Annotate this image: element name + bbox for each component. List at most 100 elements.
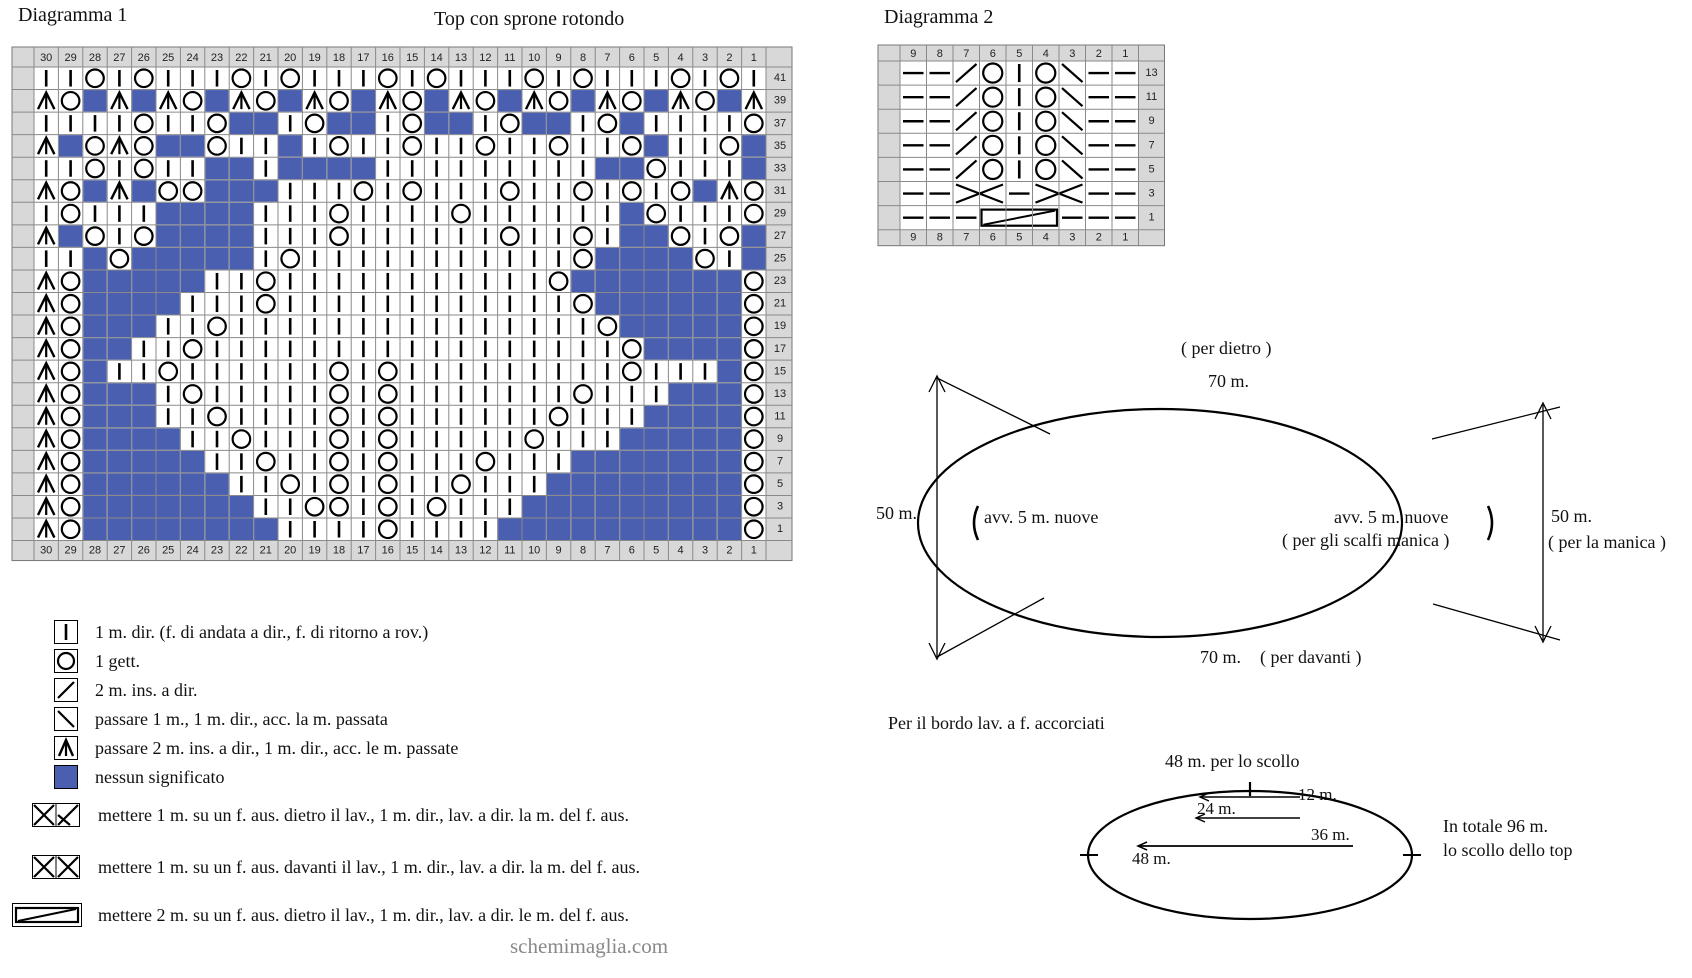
- no-stitch-icon: [132, 270, 156, 292]
- double-decrease-icon: [36, 270, 56, 291]
- no-stitch-icon: [620, 518, 644, 541]
- no-stitch-icon: [83, 473, 107, 495]
- no-stitch-icon: [693, 383, 717, 405]
- yarn-over-icon: [60, 519, 81, 540]
- row-number: 11: [774, 410, 785, 422]
- no-stitch-icon: [132, 450, 156, 473]
- column-number-bottom: 20: [284, 544, 296, 556]
- no-stitch-icon: [83, 428, 107, 450]
- yarn-over-icon: [499, 226, 520, 247]
- column-number-top: 9: [910, 48, 916, 60]
- no-stitch-icon: [717, 450, 742, 473]
- yarn-over-icon: [109, 248, 130, 269]
- k2tog-icon: [955, 111, 978, 132]
- column-number-top: 25: [162, 52, 174, 64]
- yarn-over-icon: [377, 474, 398, 495]
- double-decrease-icon: [36, 495, 56, 516]
- yarn-over-icon: [329, 451, 349, 472]
- no-stitch-icon: [83, 518, 107, 541]
- yarn-over-icon: [60, 384, 81, 404]
- no-stitch-icon: [644, 315, 668, 338]
- yarn-over-icon: [451, 474, 471, 495]
- no-stitch-icon: [132, 495, 156, 518]
- no-stitch-icon: [644, 293, 668, 315]
- yarn-over-icon: [499, 113, 520, 134]
- column-number-bottom: 15: [406, 544, 418, 556]
- arrow-head-icon: [1534, 401, 1552, 420]
- column-number-top: 7: [963, 48, 969, 60]
- no-stitch-icon: [424, 90, 449, 112]
- no-stitch-icon: [205, 495, 229, 518]
- row-number: 41: [774, 72, 786, 84]
- yarn-over-icon: [377, 496, 398, 517]
- no-stitch-icon: [668, 315, 693, 338]
- yarn-over-icon: [133, 136, 154, 156]
- legend-label: passare 1 m., 1 m. dir., acc. la m. pass…: [95, 709, 388, 729]
- no-stitch-icon: [254, 112, 278, 135]
- no-stitch-icon: [595, 293, 620, 315]
- column-number-bottom: 1: [1122, 232, 1128, 244]
- legend-label: 1 gett.: [95, 651, 140, 671]
- no-stitch-icon: [668, 473, 693, 495]
- no-stitch-icon: [742, 225, 766, 247]
- no-stitch-icon: [180, 247, 205, 270]
- arrow-head-icon: [1194, 813, 1206, 823]
- yarn-over-icon: [54, 649, 78, 673]
- no-stitch-icon: [254, 180, 278, 202]
- row-number: 9: [777, 433, 783, 445]
- column-number-top: 16: [382, 52, 394, 64]
- no-stitch-icon: [717, 428, 742, 450]
- no-stitch-icon: [132, 383, 156, 405]
- legend-label: passare 2 m. ins. a dir., 1 m. dir., acc…: [95, 738, 459, 758]
- no-stitch-icon: [693, 315, 717, 338]
- no-stitch-icon: [668, 338, 693, 360]
- yarn-over-icon: [621, 339, 642, 359]
- no-stitch-icon: [693, 405, 717, 428]
- double-decrease-icon: [36, 473, 56, 493]
- no-stitch-icon: [107, 383, 132, 405]
- yarn-over-icon: [743, 361, 764, 382]
- no-stitch-icon: [693, 495, 717, 518]
- arrow-head-icon: [1136, 841, 1148, 851]
- no-stitch-icon: [620, 157, 644, 180]
- no-stitch-icon: [498, 90, 522, 112]
- no-stitch-icon: [156, 270, 180, 292]
- column-number-bottom: 2: [726, 544, 732, 556]
- yarn-over-icon: [280, 248, 301, 269]
- yarn-over-icon: [1035, 62, 1057, 84]
- double-decrease-icon: [36, 382, 56, 403]
- yarn-over-icon: [1035, 110, 1057, 132]
- column-number-bottom: 4: [678, 544, 684, 556]
- column-number-top: 10: [528, 52, 540, 64]
- column-number-top: 29: [64, 52, 76, 64]
- yarn-over-icon: [377, 384, 398, 404]
- no-stitch-icon: [620, 202, 644, 225]
- no-stitch-icon: [595, 270, 620, 292]
- no-stitch-icon: [156, 247, 180, 270]
- k2tog-icon: [54, 678, 78, 702]
- double-decrease-icon: [36, 428, 56, 448]
- diagram1-grid: 3030292928282727262625252424232322222121…: [11, 46, 793, 562]
- yarn-over-icon: [207, 406, 227, 427]
- no-stitch-icon: [449, 112, 473, 135]
- border-schematic: [1080, 782, 1421, 921]
- yarn-over-icon: [255, 293, 276, 314]
- no-stitch-icon: [668, 383, 693, 405]
- no-stitch-icon: [229, 247, 254, 270]
- double-decrease-icon: [36, 180, 56, 200]
- no-stitch-icon: [620, 247, 644, 270]
- border-arrow-24: 24 m.: [1197, 799, 1236, 818]
- no-stitch-icon: [620, 270, 644, 292]
- no-stitch-icon: [205, 202, 229, 225]
- column-number-top: 22: [235, 52, 247, 64]
- column-number-top: 5: [653, 52, 659, 64]
- double-decrease-icon: [36, 360, 56, 381]
- column-number-bottom: 3: [702, 544, 708, 556]
- yarn-over-icon: [548, 406, 569, 427]
- no-stitch-icon: [571, 518, 595, 541]
- no-stitch-icon: [717, 360, 742, 383]
- yoke-right-count: 50 m.: [1551, 506, 1593, 526]
- column-number-top: 15: [406, 52, 418, 64]
- column-number-top: 17: [357, 52, 369, 64]
